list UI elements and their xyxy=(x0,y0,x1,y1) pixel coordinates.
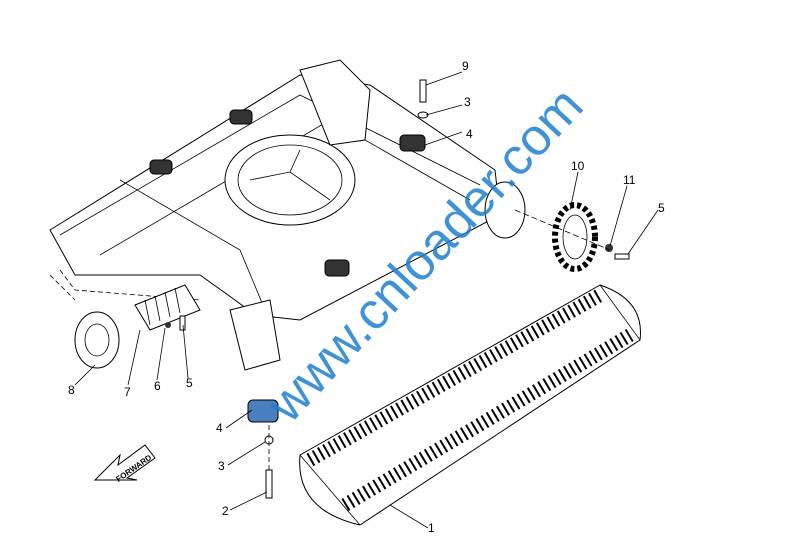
track-frame xyxy=(49,59,526,371)
bottom-roller-parts xyxy=(247,79,429,499)
track-chain xyxy=(299,284,641,526)
frame-rollers xyxy=(149,109,426,277)
bolt-top xyxy=(419,79,427,103)
idler-assembly xyxy=(74,284,201,369)
carrier-roller-top xyxy=(399,134,426,152)
callout-5-left: 5 xyxy=(186,376,193,390)
callout-5-right: 5 xyxy=(658,201,665,215)
callout-8: 8 xyxy=(68,383,75,397)
callout-1: 1 xyxy=(428,521,435,535)
leader-lines xyxy=(74,71,659,529)
callout-3-bottom: 3 xyxy=(218,459,225,473)
callout-7: 7 xyxy=(124,385,131,399)
callout-11: 11 xyxy=(623,173,636,187)
callout-3: 3 xyxy=(464,95,471,109)
callout-6: 6 xyxy=(154,379,161,393)
forward-arrow: FORWARD xyxy=(93,444,156,484)
sprocket xyxy=(514,202,630,272)
callout-4: 4 xyxy=(466,127,473,141)
callout-2: 2 xyxy=(222,504,229,518)
callout-4-bottom: 4 xyxy=(216,421,223,435)
callout-9: 9 xyxy=(462,59,469,73)
callout-10: 10 xyxy=(571,159,585,173)
